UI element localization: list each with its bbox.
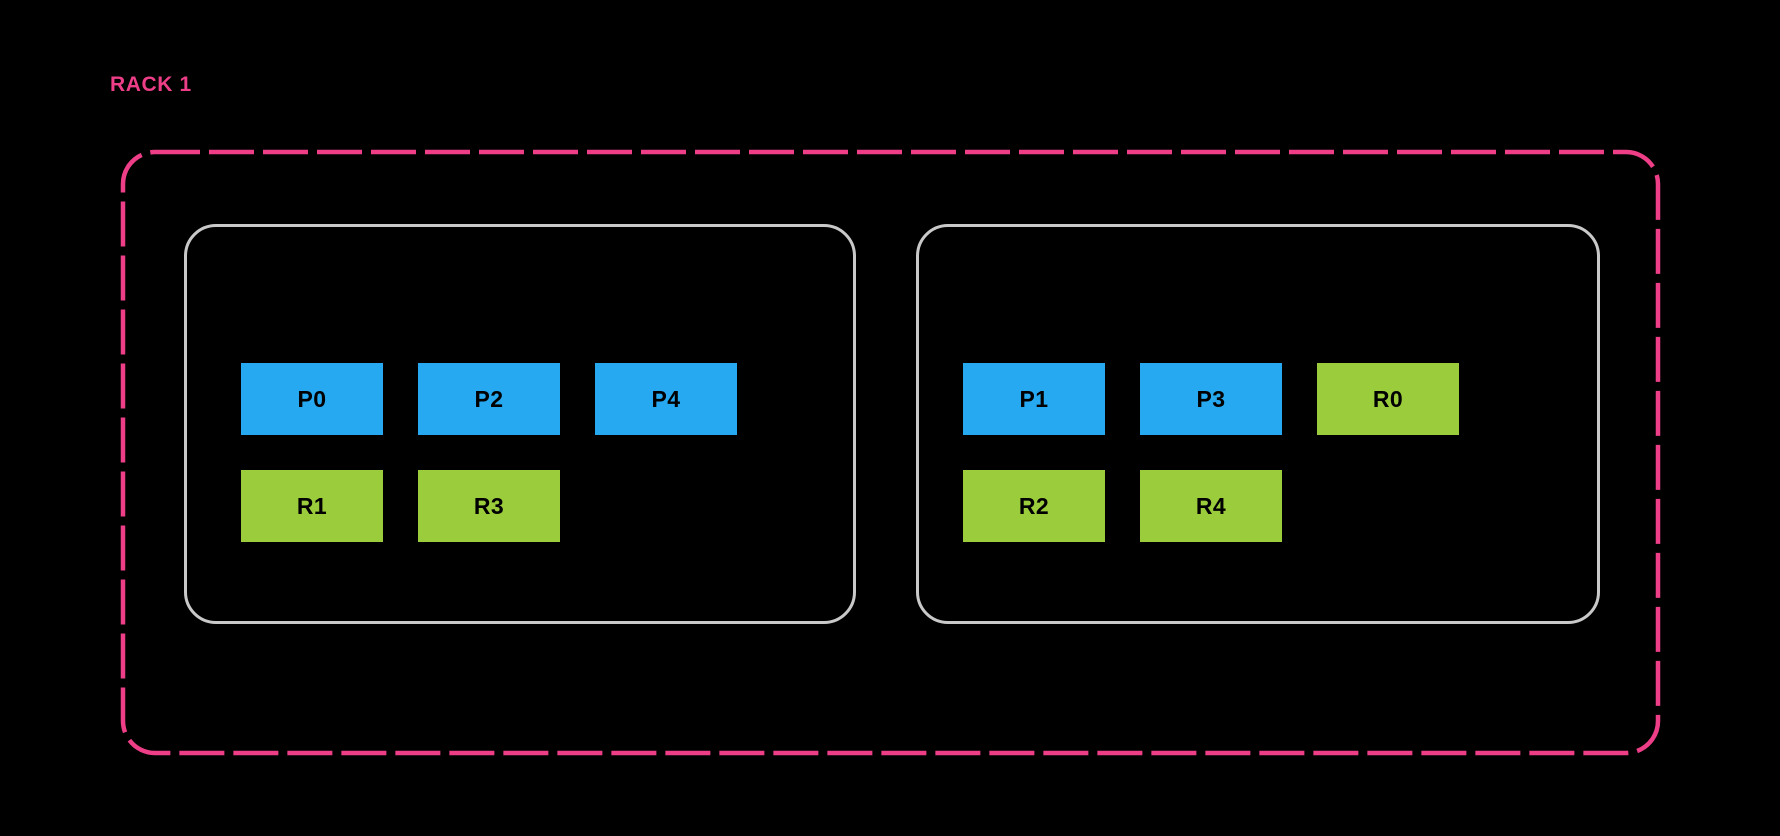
node-p1[interactable]: P1 <box>963 363 1105 435</box>
node-r4[interactable]: R4 <box>1140 470 1282 542</box>
node-r2[interactable]: R2 <box>963 470 1105 542</box>
node-r3[interactable]: R3 <box>418 470 560 542</box>
node-r0[interactable]: R0 <box>1317 363 1459 435</box>
node-p0[interactable]: P0 <box>241 363 383 435</box>
replica-node-row-right: R2 R4 <box>919 470 1641 542</box>
node-r1[interactable]: R1 <box>241 470 383 542</box>
node-p2[interactable]: P2 <box>418 363 560 435</box>
rack-label: RACK 1 <box>110 73 192 96</box>
primary-node-row-right: P1 P3 R0 <box>919 363 1641 435</box>
host-panel-right[interactable]: P1 P3 R0 R2 R4 <box>916 224 1600 624</box>
node-grid-left: P0 P2 P4 R1 R3 <box>187 227 853 621</box>
node-grid-right: P1 P3 R0 R2 R4 <box>919 227 1597 621</box>
node-p4[interactable]: P4 <box>595 363 737 435</box>
primary-node-row-left: P0 P2 P4 <box>187 363 907 435</box>
node-p3[interactable]: P3 <box>1140 363 1282 435</box>
replica-node-row-left: R1 R3 <box>187 470 907 542</box>
host-panel-left[interactable]: P0 P2 P4 R1 R3 <box>184 224 856 624</box>
